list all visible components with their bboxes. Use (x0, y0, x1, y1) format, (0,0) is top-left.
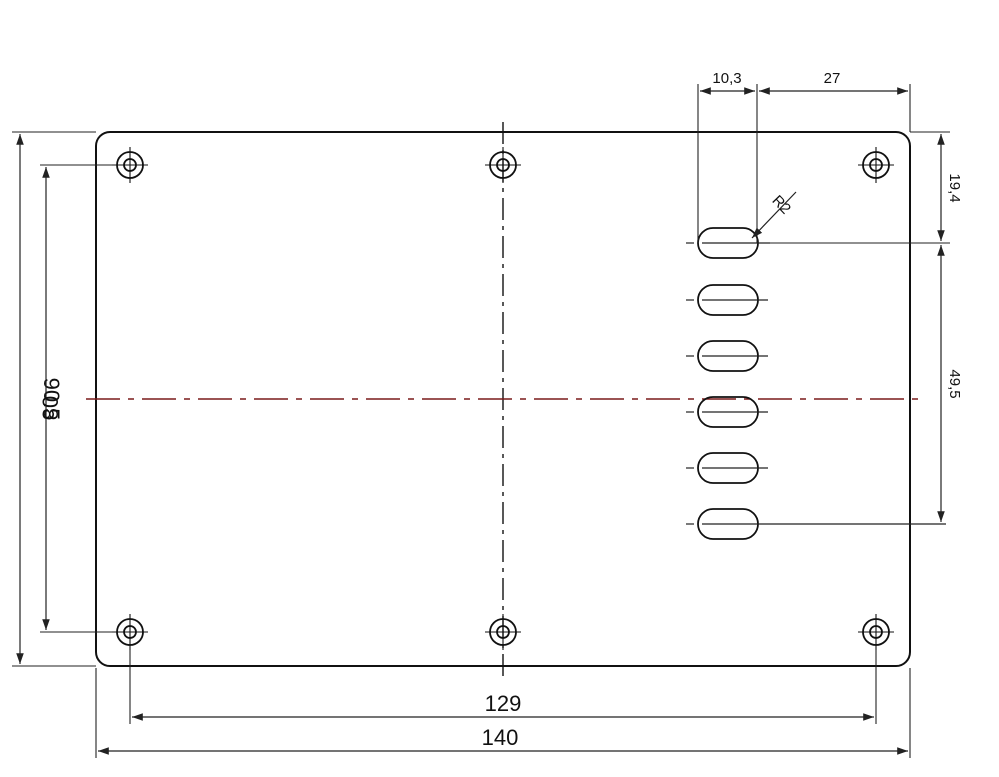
dimension-hole-spacing-vertical: 80 (38, 164, 112, 633)
overall-width-label: 140 (482, 725, 519, 750)
radius-callout: R2 (751, 191, 797, 239)
slot-2 (686, 284, 768, 316)
slot-4 (686, 396, 768, 428)
mounting-hole-bottom-center (485, 614, 521, 650)
dimension-slot-offsets: 10,3 27 (697, 70, 911, 243)
hole-spacing-horizontal-label: 129 (485, 691, 522, 716)
slot-offset-x-label: 10,3 (712, 70, 741, 87)
dimension-overall-width: 140 (95, 668, 911, 758)
slot-top-offset-label: 19,4 (946, 173, 963, 202)
dimension-hole-spacing-horizontal: 129 (129, 650, 877, 724)
dimension-slot-vertical: 19,4 49,5 (760, 131, 963, 522)
mounting-hole-top-right (858, 147, 894, 183)
mounting-hole-bottom-left (112, 614, 148, 650)
slot-span-label: 49,5 (946, 369, 963, 398)
mounting-hole-top-left (112, 147, 148, 183)
mounting-hole-top-center (485, 147, 521, 183)
slot-6 (686, 508, 946, 540)
mounting-holes (112, 147, 894, 650)
slot-radius-label: R2 (768, 192, 794, 218)
slot-edge-distance-label: 27 (824, 70, 841, 87)
hole-spacing-vertical-label: 80 (38, 396, 63, 420)
slots (686, 227, 946, 540)
slot-3 (686, 340, 768, 372)
slot-5 (686, 452, 768, 484)
mounting-hole-bottom-right (858, 614, 894, 650)
